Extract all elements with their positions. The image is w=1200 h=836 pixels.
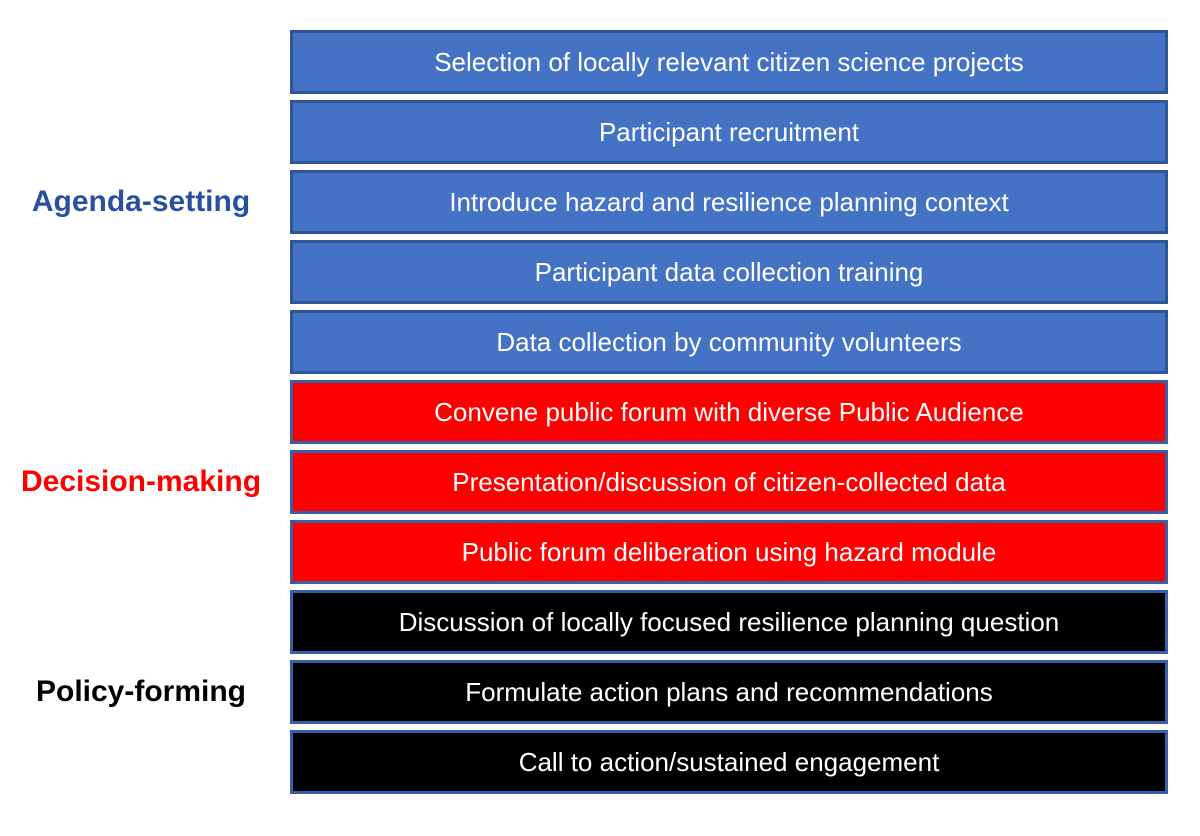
step-label: Presentation/discussion of citizen-colle… (452, 466, 1006, 497)
phase-label-agenda-setting: Agenda-setting (31, 185, 251, 218)
step-box-decision-making-3: Public forum deliberation using hazard m… (290, 520, 1168, 584)
step-box-agenda-setting-2: Participant recruitment (290, 100, 1168, 164)
step-box-policy-forming-3: Call to action/sustained engagement (290, 730, 1168, 794)
step-label: Data collection by community volunteers (496, 326, 962, 357)
step-label: Call to action/sustained engagement (518, 746, 940, 777)
phase-label-decision-making: Decision-making (20, 465, 262, 498)
step-box-agenda-setting-3: Introduce hazard and resilience planning… (290, 170, 1168, 234)
step-box-policy-forming-2: Formulate action plans and recommendatio… (290, 660, 1168, 724)
step-box-policy-forming-1: Discussion of locally focused resilience… (290, 590, 1168, 654)
step-label: Convene public forum with diverse Public… (434, 396, 1024, 427)
step-box-agenda-setting-4: Participant data collection training (290, 240, 1168, 304)
step-label: Selection of locally relevant citizen sc… (434, 46, 1024, 77)
step-label: Participant data collection training (534, 256, 924, 287)
step-box-agenda-setting-1: Selection of locally relevant citizen sc… (290, 30, 1168, 94)
step-box-decision-making-1: Convene public forum with diverse Public… (290, 380, 1168, 444)
step-label: Public forum deliberation using hazard m… (461, 536, 997, 567)
step-label: Introduce hazard and resilience planning… (449, 186, 1009, 217)
phase-label-policy-forming: Policy-forming (35, 675, 246, 708)
step-box-decision-making-2: Presentation/discussion of citizen-colle… (290, 450, 1168, 514)
step-label: Participant recruitment (598, 116, 860, 147)
step-label: Discussion of locally focused resilience… (398, 606, 1060, 637)
step-label: Formulate action plans and recommendatio… (465, 676, 993, 707)
step-box-agenda-setting-5: Data collection by community volunteers (290, 310, 1168, 374)
